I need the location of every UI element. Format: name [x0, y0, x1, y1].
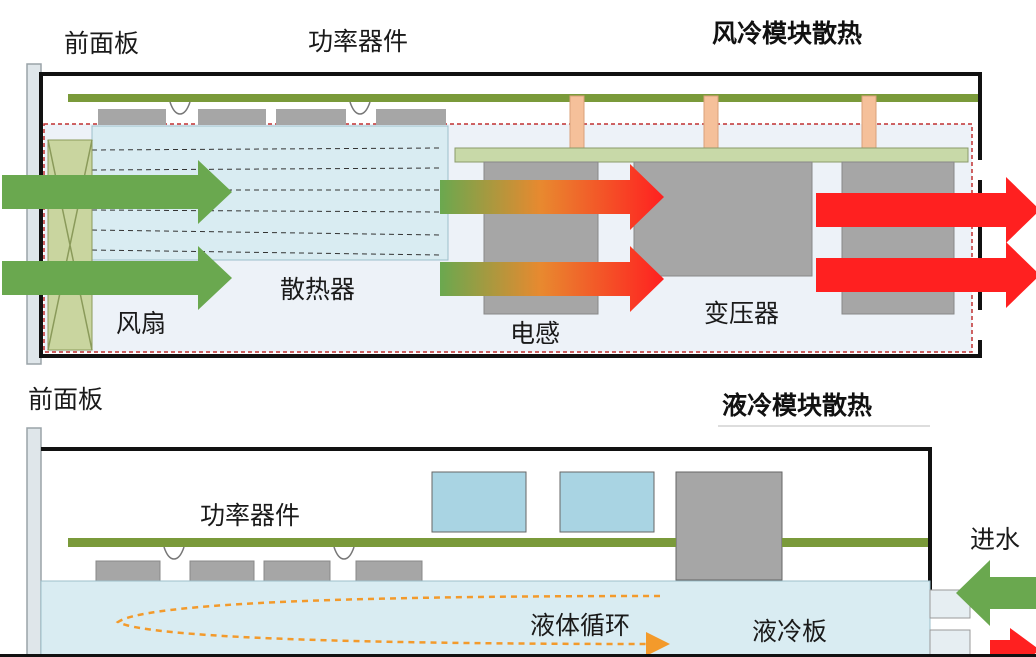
standoff [569, 95, 585, 149]
liquid-power-device [263, 560, 331, 582]
liquid-pcb [68, 538, 676, 547]
air-front-panel [26, 63, 42, 365]
liquid-circulation-loop [115, 594, 661, 646]
cold-plate-label: 液冷板 [752, 617, 827, 646]
air-section-title: 风冷模块散热 [712, 19, 862, 48]
liquid-circulation-label: 液体循环 [530, 611, 630, 640]
air-front-panel-label: 前面板 [64, 29, 139, 58]
air-power-devices-label: 功率器件 [308, 27, 408, 56]
air-power-device [376, 109, 446, 125]
liquid-device-lead [333, 546, 355, 560]
airflow-arrow-in [2, 246, 232, 310]
transformer [633, 161, 813, 277]
airflow-arrow-out [816, 177, 1036, 243]
standoff [703, 95, 719, 149]
airflow-arrow-out [816, 242, 1036, 308]
liquid-component-blue [431, 471, 527, 533]
air-power-device [276, 109, 346, 125]
bottom-edge-bar [0, 654, 1036, 657]
liquid-power-device [189, 560, 255, 582]
fan-label: 风扇 [116, 309, 166, 338]
air-lower-board [454, 147, 969, 163]
standoff [861, 95, 877, 149]
liquid-transformer [675, 471, 783, 581]
liquid-enclosure [41, 447, 932, 600]
airflow-arrow-heating [440, 164, 664, 230]
outlet-pipe [929, 629, 971, 657]
liquid-power-device [355, 560, 423, 582]
water-outlet-arrow [990, 628, 1036, 657]
airflow-arrow-in [2, 160, 232, 224]
water-inlet-label: 进水 [970, 525, 1020, 554]
circulation-arrowhead [646, 632, 670, 656]
air-device-lead [169, 101, 191, 115]
airflow-arrow-heating [440, 246, 664, 312]
liquid-front-panel-label: 前面板 [28, 385, 103, 414]
liquid-device-lead [163, 546, 185, 560]
liquid-component-blue [559, 471, 655, 533]
water-inlet-arrow [956, 560, 1036, 626]
liquid-front-panel [26, 427, 42, 657]
air-device-lead [349, 101, 371, 115]
inductor-label: 电感 [510, 319, 560, 348]
liquid-cooled-section: 前面板 液冷模块散热 功率器件 液体循环 [26, 385, 1036, 657]
liquid-section-title: 液冷模块散热 [722, 391, 872, 420]
air-power-device [98, 109, 166, 125]
liquid-pcb [782, 538, 928, 547]
liquid-power-devices-label: 功率器件 [200, 501, 300, 530]
air-cooled-section: 前面板 功率器件 风冷模块散热 [2, 19, 1036, 365]
liquid-power-device [95, 560, 161, 582]
air-pcb [68, 94, 978, 102]
air-power-device [198, 109, 266, 125]
transformer-label: 变压器 [704, 299, 779, 328]
heatsink-label: 散热器 [280, 275, 355, 304]
